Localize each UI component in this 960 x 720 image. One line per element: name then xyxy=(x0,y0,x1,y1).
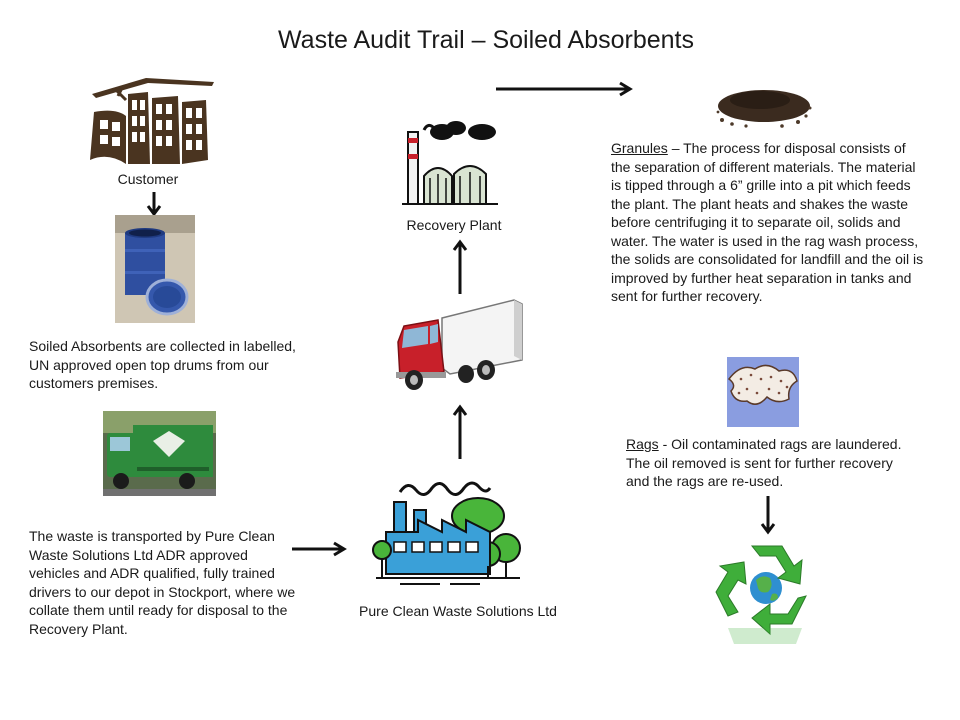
page-title: Waste Audit Trail – Soiled Absorbents xyxy=(278,26,694,54)
delivery-truck-icon xyxy=(392,298,526,394)
recycle-globe-icon xyxy=(712,540,822,660)
granules-photo xyxy=(712,76,814,134)
arrow-up-plant-icon xyxy=(452,239,468,294)
recovery-plant-icon xyxy=(398,118,502,212)
arrow-right-depot-icon xyxy=(292,541,348,557)
arrow-down-recycle-icon xyxy=(760,496,776,535)
rags-heading: Rags xyxy=(626,436,659,452)
transport-description: The waste is transported by Pure Clean W… xyxy=(29,528,296,637)
drums-photo xyxy=(115,215,195,323)
granules-description: Granules – The process for disposal cons… xyxy=(611,139,927,306)
depot-label: Pure Clean Waste Solutions Ltd xyxy=(359,603,557,619)
arrow-right-granules-icon xyxy=(496,80,634,98)
factory-icon xyxy=(370,478,530,590)
drums-description: Soiled Absorbents are collected in label… xyxy=(29,338,296,391)
customer-building-icon xyxy=(86,72,216,172)
rags-description: Rags - Oil contaminated rags are launder… xyxy=(626,435,910,491)
granules-heading: Granules xyxy=(611,140,668,156)
rags-picture xyxy=(727,357,799,427)
arrow-up-truck-icon xyxy=(452,404,468,459)
granules-text: – The process for disposal consists of t… xyxy=(611,140,924,304)
arrow-down-customer-icon xyxy=(146,192,162,217)
customer-label: Customer xyxy=(117,171,179,187)
rags-text: - Oil contaminated rags are laundered. T… xyxy=(626,436,902,489)
transport-truck-photo xyxy=(103,411,216,496)
recovery-plant-label: Recovery Plant xyxy=(406,217,502,233)
